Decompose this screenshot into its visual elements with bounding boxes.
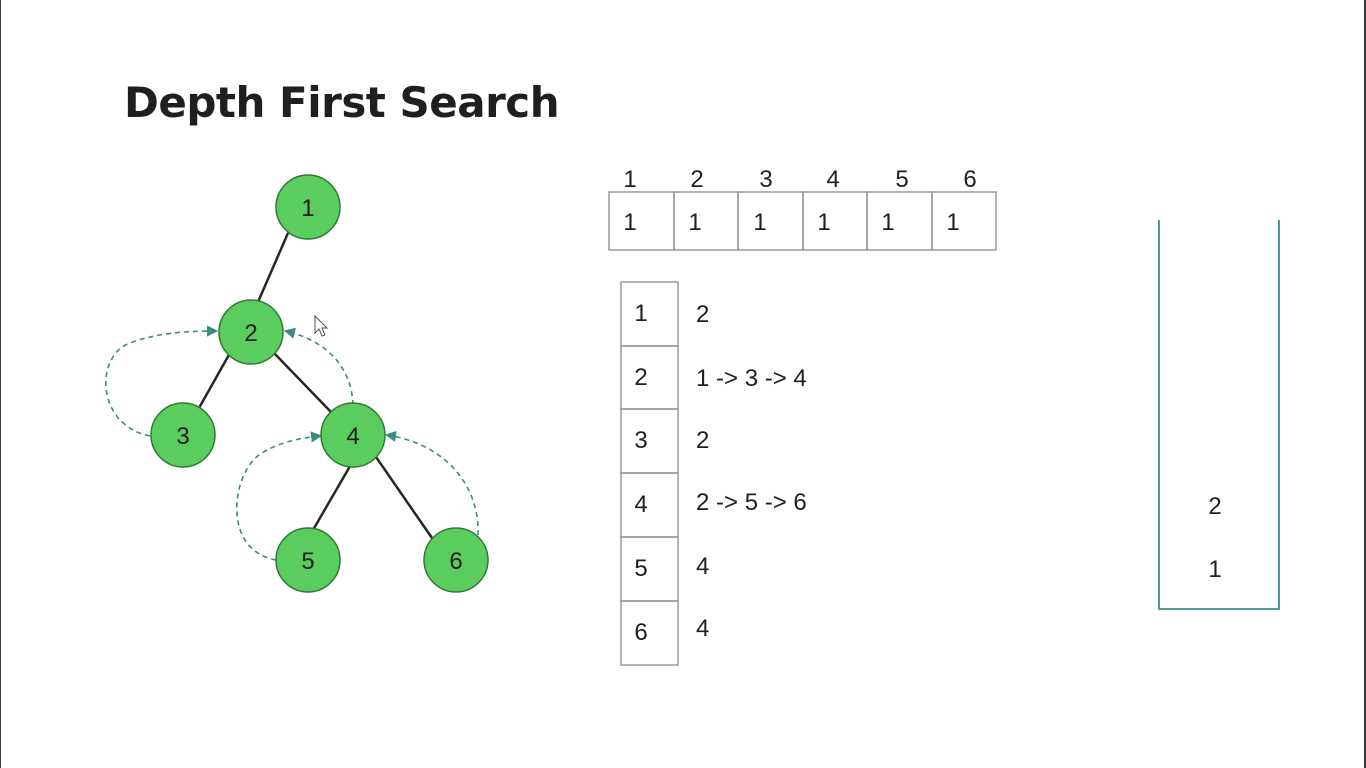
stack-item: 2 [1208, 493, 1221, 520]
mouse-cursor-icon [314, 314, 329, 337]
tree-node-label: 1 [301, 195, 314, 222]
tree-node-label: 6 [449, 548, 462, 575]
adjacency-index-cell [620, 281, 679, 347]
page-title: Depth First Search [124, 78, 560, 127]
adjacency-neighbors: 1 -> 3 -> 4 [696, 365, 807, 392]
stack-container [1158, 220, 1280, 610]
visited-value: 1 [688, 209, 701, 236]
visited-value: 1 [623, 209, 636, 236]
tree-node-2: 2 [218, 299, 284, 365]
tree-node-5: 5 [275, 527, 341, 593]
tree-edge-4-5 [311, 460, 355, 531]
adjacency-neighbors: 4 [696, 615, 709, 642]
adjacency-index-cells [620, 281, 679, 666]
visited-cell [802, 191, 868, 251]
tree-node-6: 6 [423, 527, 489, 593]
adjacency-list: 1 2 2 1 -> 3 -> 4 3 2 4 2 -> 5 -> 6 5 4 … [620, 281, 807, 666]
adjacency-row: 6 4 [634, 615, 709, 646]
tree-node-1: 1 [275, 174, 341, 240]
visited-header: 5 [895, 166, 908, 193]
adjacency-node: 3 [634, 427, 647, 454]
tree-edge-2-4 [273, 352, 332, 413]
adjacency-node: 4 [634, 491, 647, 518]
visited-value: 1 [817, 209, 830, 236]
visited-value: 1 [946, 209, 959, 236]
adjacency-neighbors: 2 [696, 427, 709, 454]
tree-nodes: 1 2 3 4 5 6 [150, 174, 489, 593]
tree-edge-1-2 [256, 232, 290, 303]
adjacency-node: 2 [634, 364, 647, 391]
adjacency-index-cell [620, 600, 679, 666]
adjacency-row: 2 1 -> 3 -> 4 [634, 364, 806, 392]
visited-header: 2 [690, 166, 703, 193]
backtrack-arrow-3-to-2 [105, 325, 219, 437]
adjacency-index-cell [620, 472, 679, 538]
backtrack-arrow-4-to-2 [283, 327, 354, 406]
adjacency-row: 3 2 [634, 427, 709, 454]
adjacency-neighbors: 2 [696, 301, 709, 328]
adjacency-row: 1 2 [634, 300, 709, 328]
adjacency-node: 1 [634, 300, 647, 327]
visited-cell [737, 191, 804, 251]
visited-header: 6 [963, 166, 976, 193]
visited-cell [673, 191, 739, 251]
tree-node-4: 4 [320, 402, 386, 468]
adjacency-node: 6 [634, 619, 647, 646]
backtrack-arrows [105, 325, 479, 561]
visited-header: 1 [623, 166, 636, 193]
adjacency-neighbors: 4 [696, 553, 709, 580]
adjacency-index-cell [620, 345, 679, 410]
visited-cells [608, 191, 997, 251]
visited-header: 3 [759, 166, 772, 193]
tree-node-label: 4 [346, 423, 359, 450]
adjacency-node: 5 [634, 555, 647, 582]
tree-edge-4-6 [374, 456, 434, 539]
visited-header: 4 [826, 166, 839, 193]
visited-cell [866, 191, 933, 251]
tree-node-label: 2 [244, 320, 257, 347]
stack: 2 1 [1158, 220, 1280, 610]
tree-edges [197, 232, 434, 539]
tree-node-label: 3 [176, 423, 189, 450]
visited-headers: 1 2 3 4 5 6 [623, 166, 976, 193]
tree-node-label: 5 [301, 548, 314, 575]
backtrack-arrow-5-to-4 [235, 431, 323, 561]
stack-item: 1 [1208, 556, 1221, 583]
backtrack-arrow-6-to-4 [384, 430, 479, 536]
visited-array: 1 2 3 4 5 6 1 1 1 1 1 1 [608, 166, 997, 251]
visited-value: 1 [881, 209, 894, 236]
visited-value: 1 [753, 209, 766, 236]
visited-cell [931, 191, 997, 251]
visited-values: 1 1 1 1 1 1 [623, 209, 959, 236]
tree-edge-2-3 [197, 352, 232, 409]
tree-node-3: 3 [150, 402, 216, 468]
adjacency-index-cell [620, 536, 679, 602]
adjacency-row: 5 4 [634, 553, 709, 582]
visited-cell [608, 191, 675, 251]
adjacency-row: 4 2 -> 5 -> 6 [634, 489, 806, 518]
adjacency-neighbors: 2 -> 5 -> 6 [696, 489, 807, 516]
adjacency-index-cell [620, 408, 679, 474]
